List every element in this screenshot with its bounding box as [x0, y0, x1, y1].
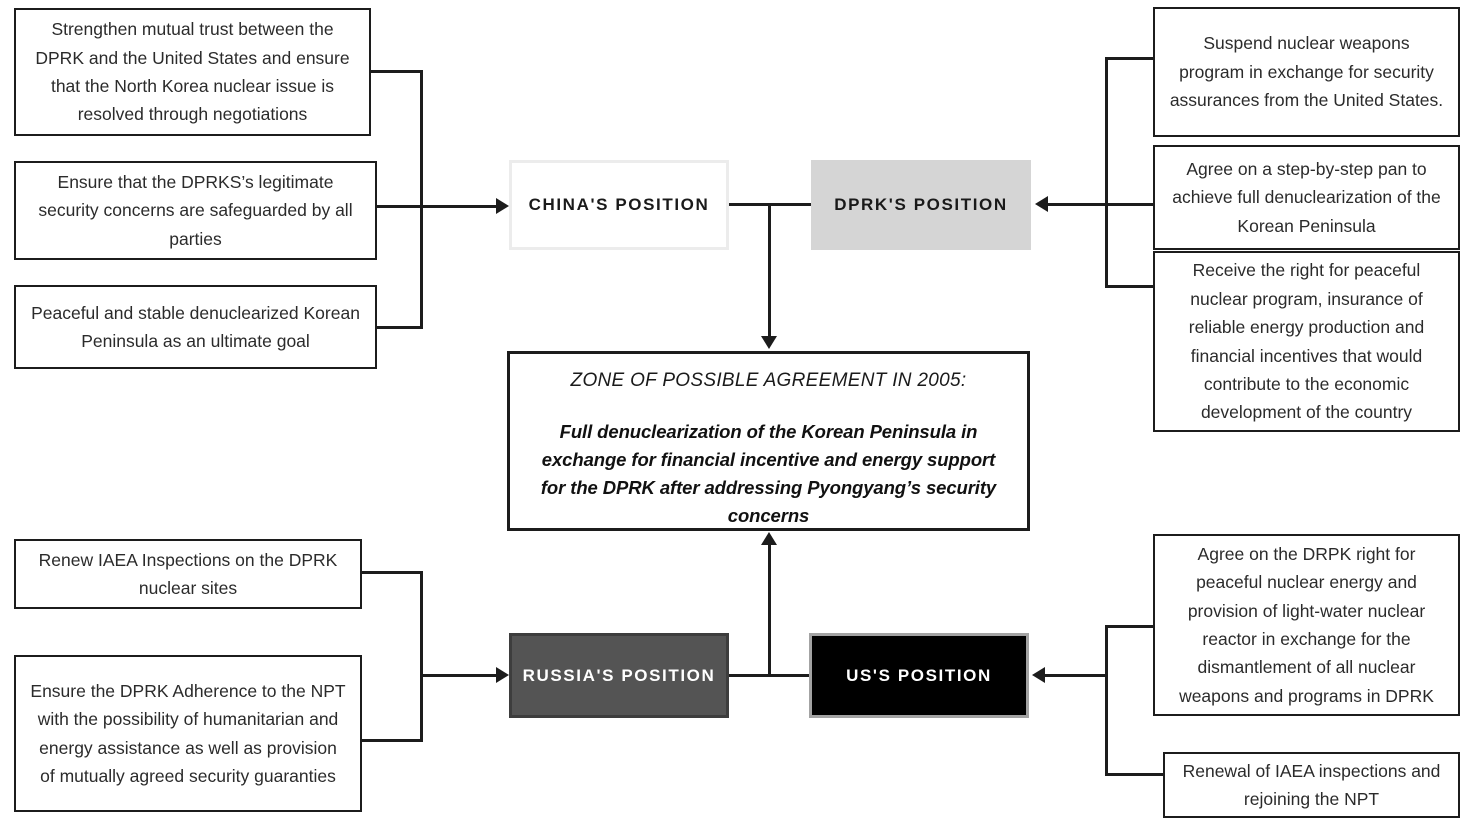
us-point-text-1: Agree on the DRPK right for peaceful nuc…	[1179, 543, 1434, 706]
zopa-body-text: Full denuclearization of the Korean Peni…	[540, 421, 997, 527]
russia-connector-stub-1	[360, 571, 422, 574]
zopa-heading: ZONE OF POSSIBLE AGREEMENT IN 2005:	[570, 370, 967, 391]
us-point-box-1: Agree on the DRPK right for peaceful nuc…	[1153, 534, 1460, 716]
dprk-connector-stub-2	[1048, 203, 1155, 206]
russia-point-text-1: Renew IAEA Inspections on the DPRK nucle…	[38, 549, 338, 598]
zopa-inbound-arrow-bottom	[761, 532, 777, 545]
china-point-box-2: Ensure that the DPRKS’s legitimate secur…	[14, 161, 377, 260]
dprk-point-text-1: Suspend nuclear weapons program in excha…	[1169, 33, 1444, 111]
russia-connector-stub-2	[360, 739, 422, 742]
china-connector-stub-1	[369, 70, 422, 73]
russia-inbound-arrow	[496, 667, 509, 683]
russia-connector-lead	[420, 674, 498, 677]
russia-point-box-1: Renew IAEA Inspections on the DPRK nucle…	[14, 539, 362, 609]
china-inbound-arrow	[496, 198, 509, 214]
zone-of-possible-agreement-box: ZONE OF POSSIBLE AGREEMENT IN 2005: Full…	[507, 351, 1030, 531]
china-connector-trunk	[420, 70, 423, 329]
node-russia-label: RUSSIA'S POSITION	[522, 665, 716, 685]
us-point-text-2: Renewal of IAEA inspections and rejoinin…	[1182, 760, 1441, 809]
node-dprk-label: DPRK'S POSITION	[834, 195, 1008, 214]
dprk-connector-stub-3	[1105, 285, 1155, 288]
russia-point-box-2: Ensure the DPRK Adherence to the NPT wit…	[14, 655, 362, 812]
dprk-point-box-2: Agree on a step-by-step pan to achieve f…	[1153, 145, 1460, 250]
dprk-point-text-2: Agree on a step-by-step pan to achieve f…	[1172, 158, 1441, 236]
china-point-box-1: Strengthen mutual trust between the DPRK…	[14, 8, 371, 136]
china-connector-stub-2	[375, 205, 498, 208]
node-us-position[interactable]: US'S POSITION	[809, 633, 1029, 718]
china-point-text-2: Ensure that the DPRKS’s legitimate secur…	[38, 171, 353, 249]
russia-point-text-2: Ensure the DPRK Adherence to the NPT wit…	[30, 680, 346, 786]
us-connector-trunk	[1105, 625, 1108, 775]
zopa-inbound-arrow-top	[761, 336, 777, 349]
us-point-box-2: Renewal of IAEA inspections and rejoinin…	[1163, 752, 1460, 818]
us-connector-stub-2	[1105, 773, 1165, 776]
china-point-text-1: Strengthen mutual trust between the DPRK…	[35, 19, 350, 125]
dprk-connector-stub-1	[1105, 57, 1155, 60]
russia-connector-trunk	[420, 571, 423, 742]
dprk-inbound-arrow	[1035, 196, 1048, 212]
china-point-box-3: Peaceful and stable denuclearized Korean…	[14, 285, 377, 369]
dprk-point-text-3: Receive the right for peaceful nuclear p…	[1188, 260, 1425, 423]
dprk-point-box-3: Receive the right for peaceful nuclear p…	[1153, 251, 1460, 432]
node-russia-position[interactable]: RUSSIA'S POSITION	[509, 633, 729, 718]
dprk-connector-trunk	[1105, 57, 1108, 287]
top-spine-drop	[768, 203, 771, 338]
bottom-spine-riser	[768, 544, 771, 676]
node-china-position[interactable]: CHINA'S POSITION	[509, 160, 729, 250]
dprk-point-box-1: Suspend nuclear weapons program in excha…	[1153, 7, 1460, 137]
node-dprk-position[interactable]: DPRK'S POSITION	[811, 160, 1031, 250]
us-connector-lead	[1042, 674, 1107, 677]
china-connector-stub-3	[375, 326, 422, 329]
us-inbound-arrow	[1032, 667, 1045, 683]
node-us-label: US'S POSITION	[846, 665, 992, 685]
china-point-text-3: Peaceful and stable denuclearized Korean…	[31, 302, 360, 351]
node-china-label: CHINA'S POSITION	[528, 195, 710, 214]
us-connector-stub-1	[1105, 625, 1155, 628]
